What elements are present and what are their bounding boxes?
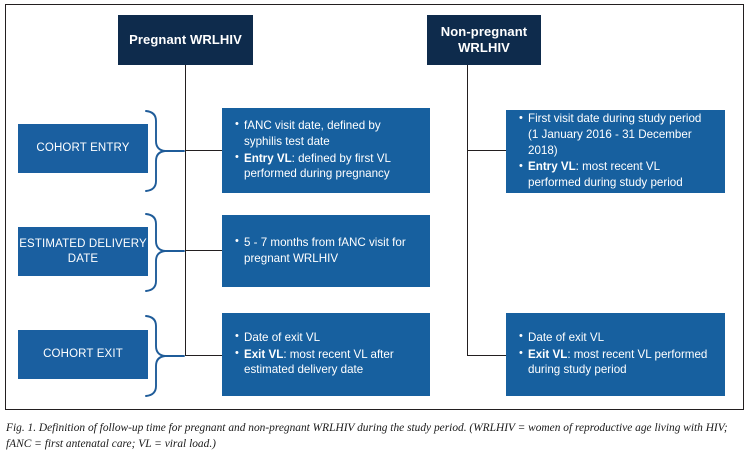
content-pregnant-cohort-exit[interactable]: Date of exit VL Exit VL: most recent VL … — [222, 313, 430, 396]
content-non-pregnant-exit-bullet-2-label: Exit VL — [528, 347, 568, 361]
connector-lines — [145, 65, 506, 397]
row-label-cohort-entry[interactable]: COHORT ENTRY — [18, 124, 148, 173]
row-label-cohort-exit[interactable]: COHORT EXIT — [18, 330, 148, 379]
content-non-pregnant-entry-bullet-1: First visit date during study period (1 … — [519, 111, 714, 158]
content-pregnant-entry-bullet-2-rest: : defined by first VL performed during p… — [244, 151, 391, 181]
content-pregnant-cohort-entry[interactable]: fANC visit date, defined by syphilis tes… — [222, 108, 430, 193]
content-non-pregnant-exit-bullet-1: Date of exit VL — [519, 329, 714, 346]
content-pregnant-entry-bullet-2-label: Entry VL — [244, 151, 292, 165]
content-non-pregnant-exit-bullet-2-rest: : most recent VL performed during study … — [528, 347, 708, 377]
row-label-cohort-exit-text: COHORT EXIT — [43, 348, 123, 361]
header-non-pregnant-label-line1: Non-pregnant — [440, 23, 528, 39]
content-non-pregnant-exit-bullet-2: Exit VL: most recent VL performed during… — [519, 346, 714, 379]
figure-caption: Fig. 1. Definition of follow-up time for… — [6, 422, 728, 451]
content-pregnant-edd-bullet-1: 5 - 7 months from fANC visit for pregnan… — [235, 234, 419, 267]
content-non-pregnant-entry-bullet-2-label: Entry VL — [528, 160, 576, 174]
header-non-pregnant-wrlhiv[interactable]: Non-pregnant WRLHIV — [427, 15, 541, 65]
content-non-pregnant-cohort-entry[interactable]: First visit date during study period (1 … — [506, 110, 725, 193]
content-pregnant-estimated-delivery-date[interactable]: 5 - 7 months from fANC visit for pregnan… — [222, 215, 430, 287]
content-pregnant-exit-bullet-2: Exit VL: most recent VL after estimated … — [235, 346, 419, 379]
content-pregnant-exit-bullet-1: Date of exit VL — [235, 329, 419, 346]
content-pregnant-entry-bullet-2: Entry VL: defined by first VL performed … — [235, 150, 419, 183]
content-non-pregnant-entry-bullet-2-rest: : most recent VL performed during study … — [528, 160, 683, 190]
row-label-estimated-delivery-date[interactable]: ESTIMATED DELIVERY DATE — [18, 227, 148, 276]
content-non-pregnant-cohort-exit[interactable]: Date of exit VL Exit VL: most recent VL … — [506, 313, 725, 396]
content-pregnant-entry-bullet-1: fANC visit date, defined by syphilis tes… — [235, 117, 419, 150]
content-pregnant-exit-bullet-2-label: Exit VL — [244, 347, 284, 361]
row-label-cohort-entry-text: COHORT ENTRY — [36, 142, 130, 155]
row-label-edd-text-line1: ESTIMATED DELIVERY — [19, 237, 147, 250]
header-pregnant-wrlhiv[interactable]: Pregnant WRLHIV — [118, 15, 253, 65]
content-pregnant-exit-bullet-2-rest: : most recent VL after estimated deliver… — [244, 347, 394, 377]
content-non-pregnant-entry-bullet-2: Entry VL: most recent VL performed durin… — [519, 159, 714, 191]
header-pregnant-label: Pregnant WRLHIV — [129, 31, 242, 47]
header-non-pregnant-label-line2: WRLHIV — [458, 40, 510, 55]
row-label-edd-text-line2: DATE — [67, 252, 99, 265]
